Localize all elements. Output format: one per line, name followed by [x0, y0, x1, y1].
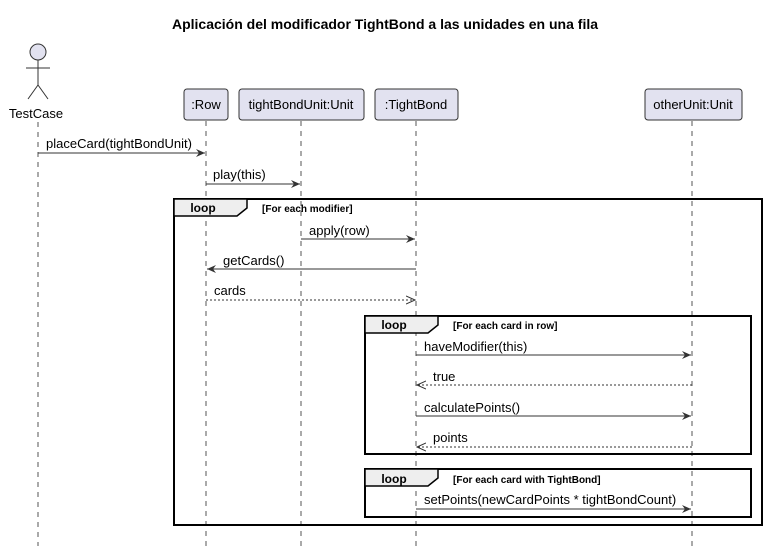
- message-points-return: points: [417, 430, 692, 447]
- message-play-label: play(this): [213, 167, 266, 182]
- message-cards-label: cards: [214, 283, 246, 298]
- participant-tightbond-label: :TightBond: [385, 97, 447, 112]
- message-havemodifier: haveModifier(this): [416, 339, 691, 359]
- loop-outer-kind: loop: [190, 201, 215, 215]
- loop-outer-guard: [For each modifier]: [262, 204, 353, 215]
- message-apply: apply(row): [301, 223, 415, 243]
- message-setpoints-label: setPoints(newCardPoints * tightBondCount…: [424, 492, 676, 507]
- participant-otherunit-label: otherUnit:Unit: [653, 97, 733, 112]
- loop-frame-inner-1: loop [For each card in row]: [364, 315, 752, 455]
- participant-tightbond: :TightBond: [374, 88, 459, 121]
- message-true-label: true: [433, 369, 455, 384]
- loop-frame-outer: loop [For each modifier]: [173, 198, 763, 526]
- message-cards-return: cards: [206, 283, 415, 300]
- participant-row: :Row: [183, 88, 229, 121]
- message-setpoints: setPoints(newCardPoints * tightBondCount…: [416, 492, 691, 513]
- message-havemodifier-label: haveModifier(this): [424, 339, 527, 354]
- participant-tightbondunit-label: tightBondUnit:Unit: [249, 97, 354, 112]
- message-calculatepoints-label: calculatePoints(): [424, 400, 520, 415]
- loop-inner2-guard: [For each card with TightBond]: [453, 475, 601, 486]
- message-play: play(this): [206, 167, 300, 188]
- loop-inner1-kind: loop: [381, 318, 406, 332]
- participant-row-label: :Row: [191, 97, 221, 112]
- stick-figure-icon: [26, 43, 50, 100]
- message-getcards: getCards(): [207, 253, 416, 273]
- message-true-return: true: [417, 369, 692, 385]
- message-points-label: points: [433, 430, 468, 445]
- loop-inner1-guard: [For each card in row]: [453, 321, 557, 332]
- message-apply-label: apply(row): [309, 223, 370, 238]
- participant-otherunit: otherUnit:Unit: [644, 88, 743, 121]
- actor-label: TestCase: [9, 106, 63, 121]
- message-placecard-label: placeCard(tightBondUnit): [46, 136, 192, 151]
- loop-inner2-kind: loop: [381, 472, 406, 486]
- diagram-title: Aplicación del modificador TightBond a l…: [172, 16, 598, 32]
- message-getcards-label: getCards(): [223, 253, 284, 268]
- message-placecard: placeCard(tightBondUnit): [38, 136, 205, 157]
- message-calculatepoints: calculatePoints(): [416, 400, 691, 420]
- actor-testcase: TestCase: [9, 43, 63, 121]
- loop-frame-inner-2: loop [For each card with TightBond]: [364, 468, 752, 518]
- participant-tightbondunit: tightBondUnit:Unit: [238, 88, 365, 121]
